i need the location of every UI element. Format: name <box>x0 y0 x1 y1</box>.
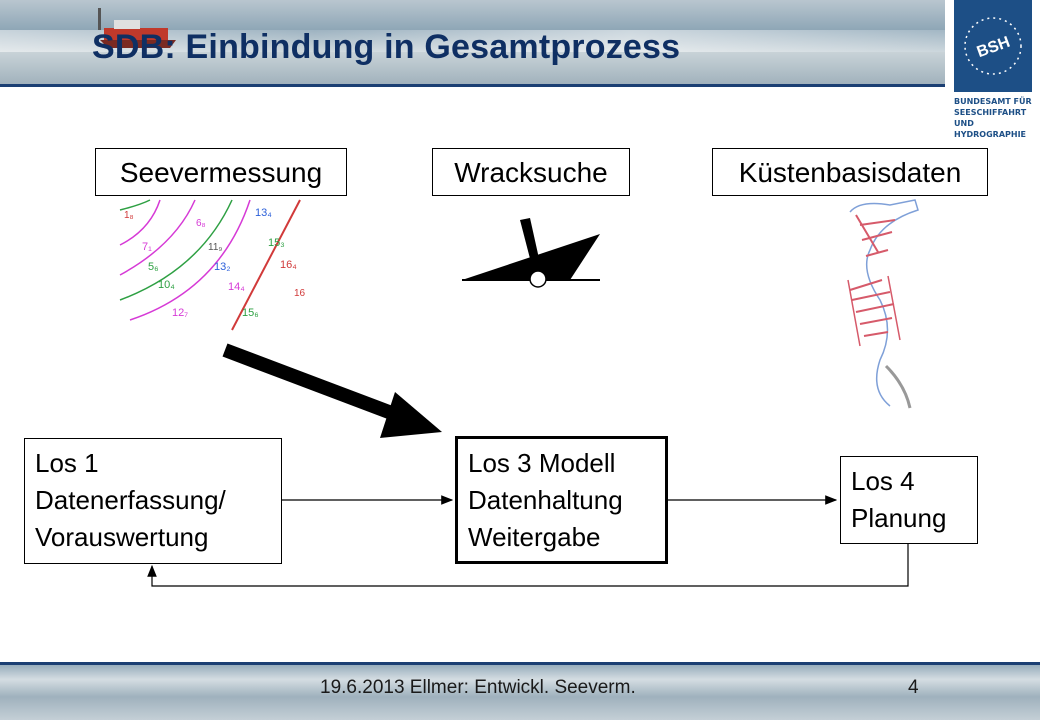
nautical-chart-illustration: 13₄ 15₃ 16₄ 16 14₄ 13₂ 11₉ 12₇ 15₆ 10₄ 5… <box>119 199 306 331</box>
logo-line: SEESCHIFFAHRT <box>954 108 1027 117</box>
chart-sounding: 13₄ <box>255 207 272 219</box>
footer-rule <box>0 662 1040 665</box>
ship-icon <box>98 8 176 48</box>
chart-sounding: 10₄ <box>158 279 175 291</box>
los3-line: Los 3 Modell <box>468 448 616 478</box>
flow-arrow-chart-to-los3 <box>222 343 442 438</box>
footer-text: 19.6.2013 Ellmer: Entwickl. Seeverm. <box>320 677 636 698</box>
box-los3: Los 3 Modell Datenhaltung Weitergabe <box>455 436 668 564</box>
chart-sounding: 13₂ <box>214 261 231 273</box>
box-los4: Los 4 Planung <box>840 456 978 544</box>
box-los1: Los 1 Datenerfassung/ Vorauswertung <box>24 438 282 564</box>
header-rule <box>0 84 945 87</box>
wreck-symbol-icon <box>462 218 600 288</box>
chart-sounding: 7₁ <box>142 241 152 253</box>
connector-los4-feedback-los1 <box>147 544 909 587</box>
chart-sounding: 16 <box>294 288 306 299</box>
footer-band <box>0 662 1040 720</box>
chart-sounding: 15₆ <box>242 307 259 319</box>
los1-line: Datenerfassung/ <box>35 485 226 515</box>
chart-sounding: 15₃ <box>268 237 285 249</box>
los4-line: Planung <box>851 503 947 533</box>
chart-sounding: 12₇ <box>172 307 188 319</box>
logo-line: HYDROGRAPHIE <box>954 130 1027 139</box>
chart-sounding: 16₄ <box>280 259 297 271</box>
chart-sounding: 11₉ <box>208 242 222 253</box>
chart-sounding: 6₈ <box>196 218 206 229</box>
logo-caption: BUNDESAMT FÜR SEESCHIFFAHRT UND HYDROGRA… <box>954 96 1040 140</box>
los3-line: Weitergabe <box>468 522 601 552</box>
bsh-seal-icon: BSH <box>964 17 1022 75</box>
logo-line: BUNDESAMT FÜR <box>954 97 1032 106</box>
chart-sounding: 5₆ <box>148 261 159 273</box>
chart-sounding: 14₄ <box>228 281 245 293</box>
bsh-logo: BSH <box>954 0 1032 92</box>
source-seevermessung: Seevermessung <box>95 148 347 196</box>
logo-line: UND <box>954 119 974 128</box>
los4-line: Los 4 <box>851 466 915 496</box>
chart-sounding: 1₈ <box>124 210 134 221</box>
coastline-map-illustration <box>847 199 919 409</box>
source-wracksuche: Wracksuche <box>432 148 630 196</box>
slide-title: SDB: Einbindung in Gesamtprozess <box>92 28 681 66</box>
source-kuestenbasisdaten: Küstenbasisdaten <box>712 148 988 196</box>
los1-line: Vorauswertung <box>35 522 209 552</box>
los3-line: Datenhaltung <box>468 485 623 515</box>
los1-line: Los 1 <box>35 448 99 478</box>
page-number: 4 <box>908 677 919 698</box>
